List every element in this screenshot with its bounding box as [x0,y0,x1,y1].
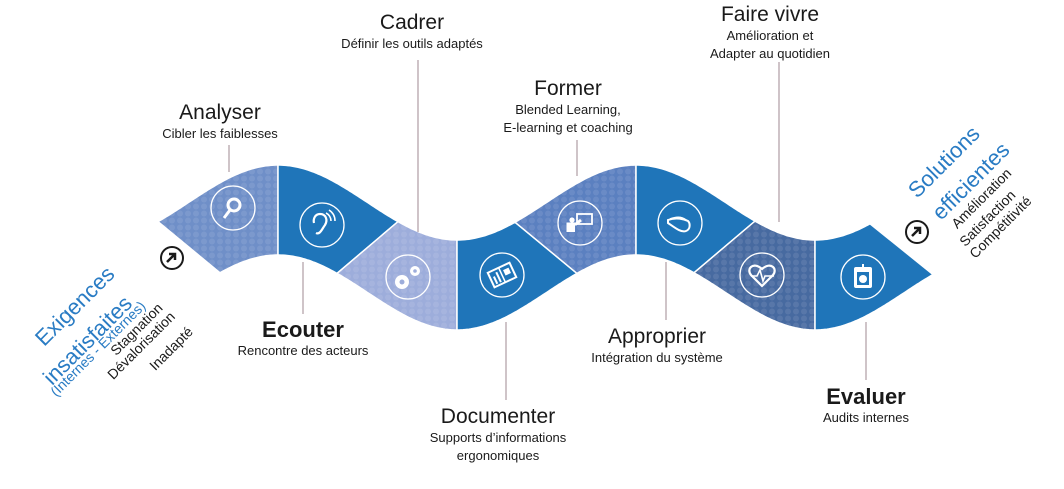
documents-icon [479,252,525,298]
step-subtitle: Intégration du système [591,350,723,365]
segment-evaluer [814,222,935,331]
step-approprier-label: Approprier Intégration du système [591,325,723,367]
step-subtitle: Adapter au quotidien [710,46,830,61]
step-title: Faire vivre [720,3,820,26]
step-subtitle: E-learning et coaching [503,120,633,135]
step-former-label: Former Blended Learning, E-learning et c… [503,77,632,137]
step-analyser-label: Analyser Cibler les faiblesses [162,101,278,143]
segment-pattern [515,165,636,274]
step-title: Ecouter [262,317,344,342]
arrow-up-right-icon [160,246,184,270]
heart-pulse-icon [739,252,785,298]
step-title: Analyser [179,101,261,124]
step-title: Documenter [440,405,556,428]
step-subtitle: Rencontre des acteurs [237,343,369,358]
gears-icon [385,254,431,300]
arrow-up-right-icon [905,220,929,244]
magnifier-icon [210,185,256,231]
step-title: Cadrer [379,11,445,34]
hand-icon [657,200,703,246]
segment-pattern [337,221,457,330]
step-cadrer-label: Cadrer Définir les outils adaptés [341,11,483,53]
step-ecouter-label: Ecouter Rencontre des acteurs [238,318,369,360]
ear-icon [299,202,345,248]
step-subtitle: Définir les outils adaptés [341,36,483,51]
step-faire-vivre-label: Faire vivre Amélioration et Adapter au q… [710,3,830,63]
step-subtitle: Amélioration et [726,28,814,43]
clipboard-chart-icon [840,254,886,300]
step-subtitle: Blended Learning, [515,102,621,117]
step-title: Approprier [607,325,707,348]
teacher-board-icon [557,200,603,246]
step-subtitle: Supports d’informations [429,430,567,445]
step-documenter-label: Documenter Supports d’informations ergon… [430,405,567,465]
step-subtitle: ergonomiques [456,448,540,463]
step-title: Evaluer [826,384,906,409]
step-evaluer-label: Evaluer Audits internes [823,385,909,427]
step-subtitle: Audits internes [823,410,909,425]
step-subtitle: Cibler les faiblesses [162,126,278,141]
step-title: Former [534,77,602,100]
